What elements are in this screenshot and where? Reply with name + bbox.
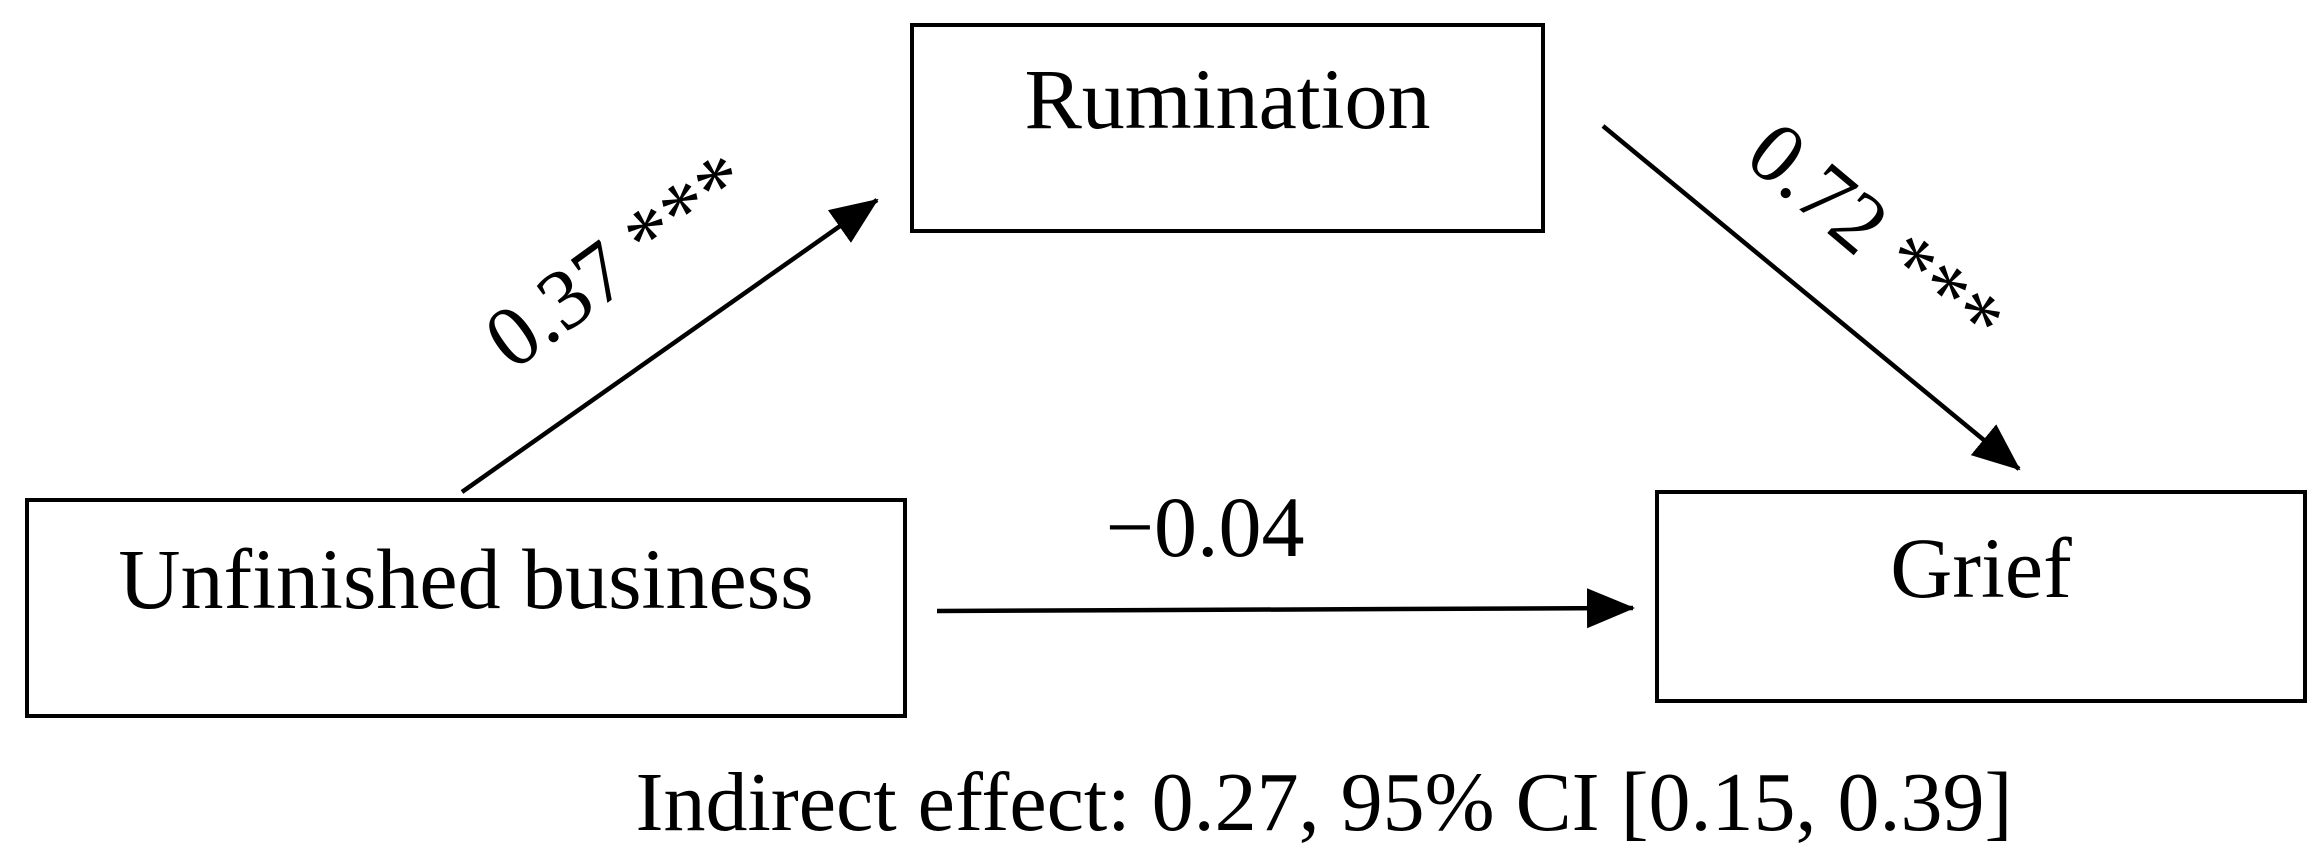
outcome-box: Grief [1655, 490, 2307, 703]
path-a-coefficient: 0.37 *** [467, 132, 767, 388]
path-c-prime-arrow [936, 588, 1635, 629]
path-b-coefficient: 0.72 *** [1729, 102, 2023, 370]
predictor-box: Unfinished business [25, 498, 907, 718]
mediator-box: Rumination [910, 23, 1545, 233]
path-c-prime-coefficient: −0.04 [1105, 479, 1305, 575]
indirect-effect-note: Indirect effect: 0.27, 95% CI [0.15, 0.3… [635, 756, 2013, 849]
mediator-label: Rumination [1024, 51, 1431, 147]
outcome-label: Grief [1890, 519, 2072, 616]
predictor-label: Unfinished business [118, 531, 814, 627]
